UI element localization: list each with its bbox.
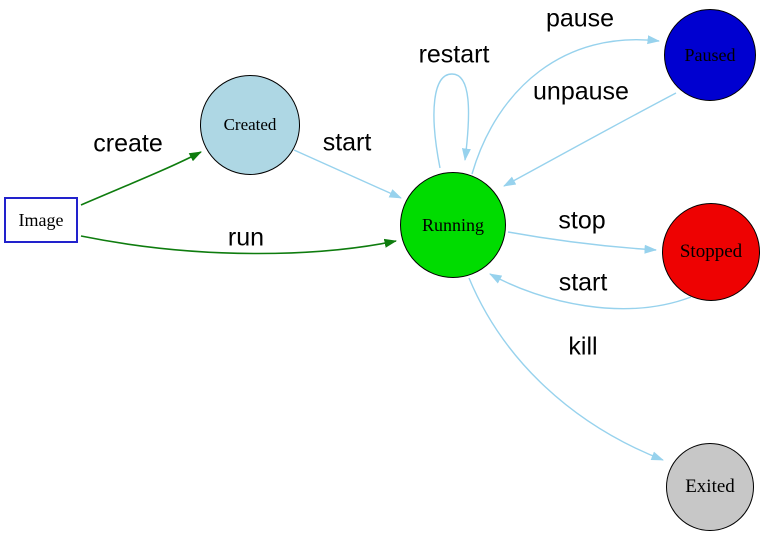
edge-label-run: run	[227, 223, 265, 252]
node-stopped: Stopped	[662, 203, 760, 301]
edge-label-stop: stop	[558, 206, 606, 235]
edge-label-start-stopped: start	[558, 268, 608, 297]
node-exited: Exited	[666, 443, 754, 531]
edge-label-restart: restart	[418, 40, 490, 69]
edge-start-created-arrow	[293, 149, 402, 199]
node-paused-label: Paused	[684, 44, 736, 65]
edge-label-kill: kill	[568, 332, 598, 361]
edge-pause-arrow	[471, 35, 660, 175]
edge-run-arrow	[80, 235, 397, 255]
node-exited-label: Exited	[685, 476, 735, 497]
edge-unpause-arrow	[503, 92, 677, 187]
node-stopped-label: Stopped	[679, 241, 743, 262]
node-created-label: Created	[223, 115, 277, 134]
node-created: Created	[200, 75, 300, 175]
edge-label-pause: pause	[545, 4, 615, 33]
node-running-label: Running	[421, 214, 484, 235]
edge-stop-arrow	[507, 231, 657, 254]
edge-create-arrow	[80, 151, 202, 206]
edge-kill-arrow	[468, 277, 664, 461]
node-image: Image	[4, 197, 78, 243]
node-paused: Paused	[664, 9, 756, 101]
node-running: Running	[400, 172, 506, 278]
node-image-label: Image	[18, 209, 64, 230]
edge-start-stopped-arrow	[489, 273, 692, 310]
edge-label-unpause: unpause	[533, 77, 629, 106]
edge-label-create: create	[93, 129, 163, 158]
edge-label-start-created: start	[322, 128, 372, 157]
edge-restart-self-loop	[433, 73, 471, 169]
